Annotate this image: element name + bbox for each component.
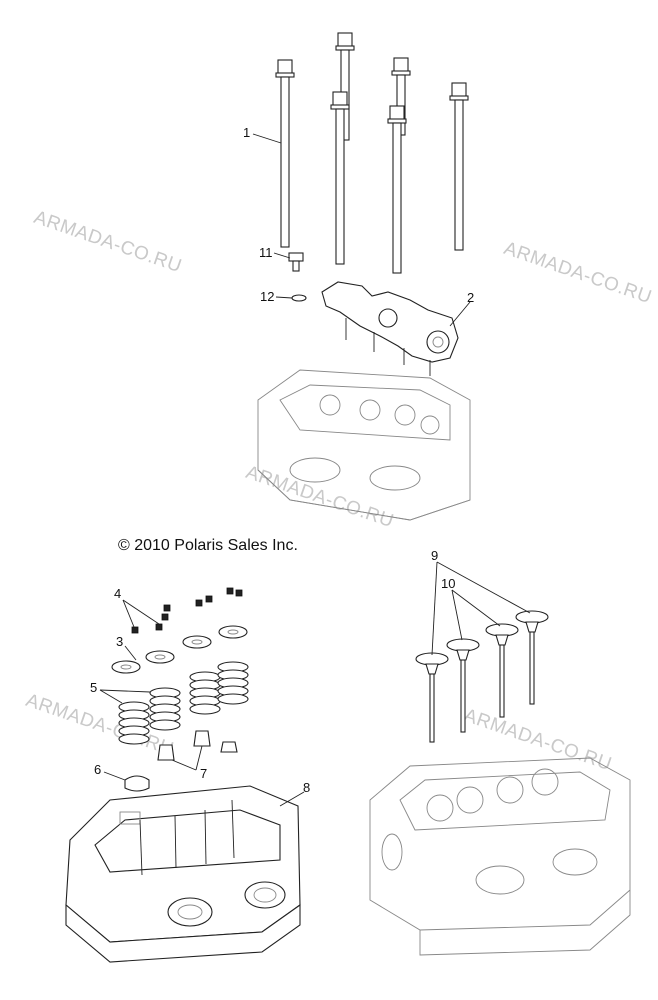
callout-1: 1 [243,125,250,140]
cylinder-head-left [65,785,301,963]
callout-12: 12 [260,289,274,304]
valve-springs [118,661,249,745]
callout-numbers: 1 2 3 4 5 6 7 8 9 10 11 12 [90,125,474,795]
valve-seals [124,730,238,792]
callout-11: 11 [259,245,273,260]
callout-8: 8 [303,780,310,795]
rocker-arm-assembly [321,281,459,376]
head-bolt [449,82,469,251]
washer-12 [291,294,307,302]
head-bolt [330,91,350,265]
head-bolt [387,105,407,274]
callout-5: 5 [90,680,97,695]
callout-4: 4 [114,586,121,601]
cylinder-head-right-ghost [369,757,631,956]
leader-lines [99,133,531,807]
valve-spring [189,671,221,715]
valve-spring [149,687,181,731]
valve [515,610,549,705]
valve [485,623,519,718]
valve [415,652,449,743]
copyright-notice: © 2010 Polaris Sales Inc. [118,537,298,554]
valve-spring [217,661,249,705]
callout-7: 7 [200,766,207,781]
callout-10: 10 [441,576,455,591]
valve-retainers [111,625,248,674]
valve-keepers [131,587,243,634]
valve-spring [118,701,150,745]
callout-2: 2 [467,290,474,305]
valve [446,638,480,733]
head-bolt [275,59,295,248]
head-bolts [275,32,469,274]
callout-3: 3 [116,634,123,649]
valves [415,610,549,743]
callout-9: 9 [431,548,438,563]
cylinder-head-upper-ghost [257,369,471,521]
screw-11 [288,252,304,272]
callout-6: 6 [94,762,101,777]
